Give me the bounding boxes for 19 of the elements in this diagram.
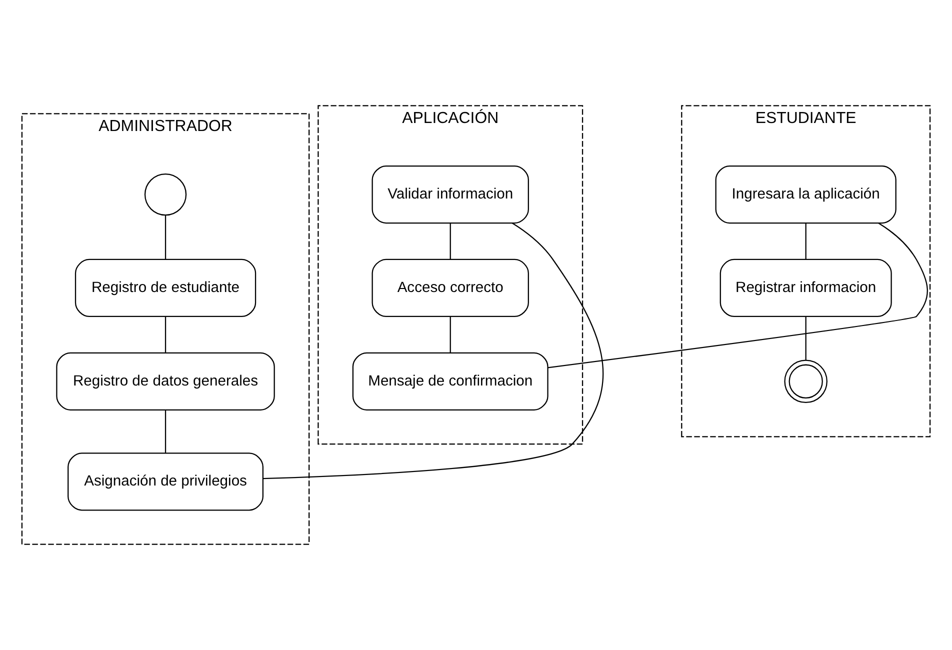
node-box: Registro de estudiante <box>74 258 256 318</box>
node-box: Mensaje de confirmacion <box>352 352 548 410</box>
connector <box>805 316 806 360</box>
connector <box>164 410 166 453</box>
node-box: Ingresara la aplicación <box>715 166 896 224</box>
connector <box>164 316 166 353</box>
node-box: Validar informacion <box>372 166 529 224</box>
connector <box>164 215 166 260</box>
node-circle <box>144 173 187 216</box>
connector <box>262 222 604 480</box>
connector <box>450 223 451 260</box>
node-box: Acceso correcto <box>372 258 529 318</box>
node-box: Asignación de privilegios <box>68 452 264 511</box>
node-doublecircle <box>784 360 828 404</box>
connector <box>805 223 806 260</box>
node-box: Registrar informacion <box>720 258 892 318</box>
connector <box>548 222 928 368</box>
connector <box>450 316 451 353</box>
node-box: Registro de datos generales <box>56 352 275 410</box>
